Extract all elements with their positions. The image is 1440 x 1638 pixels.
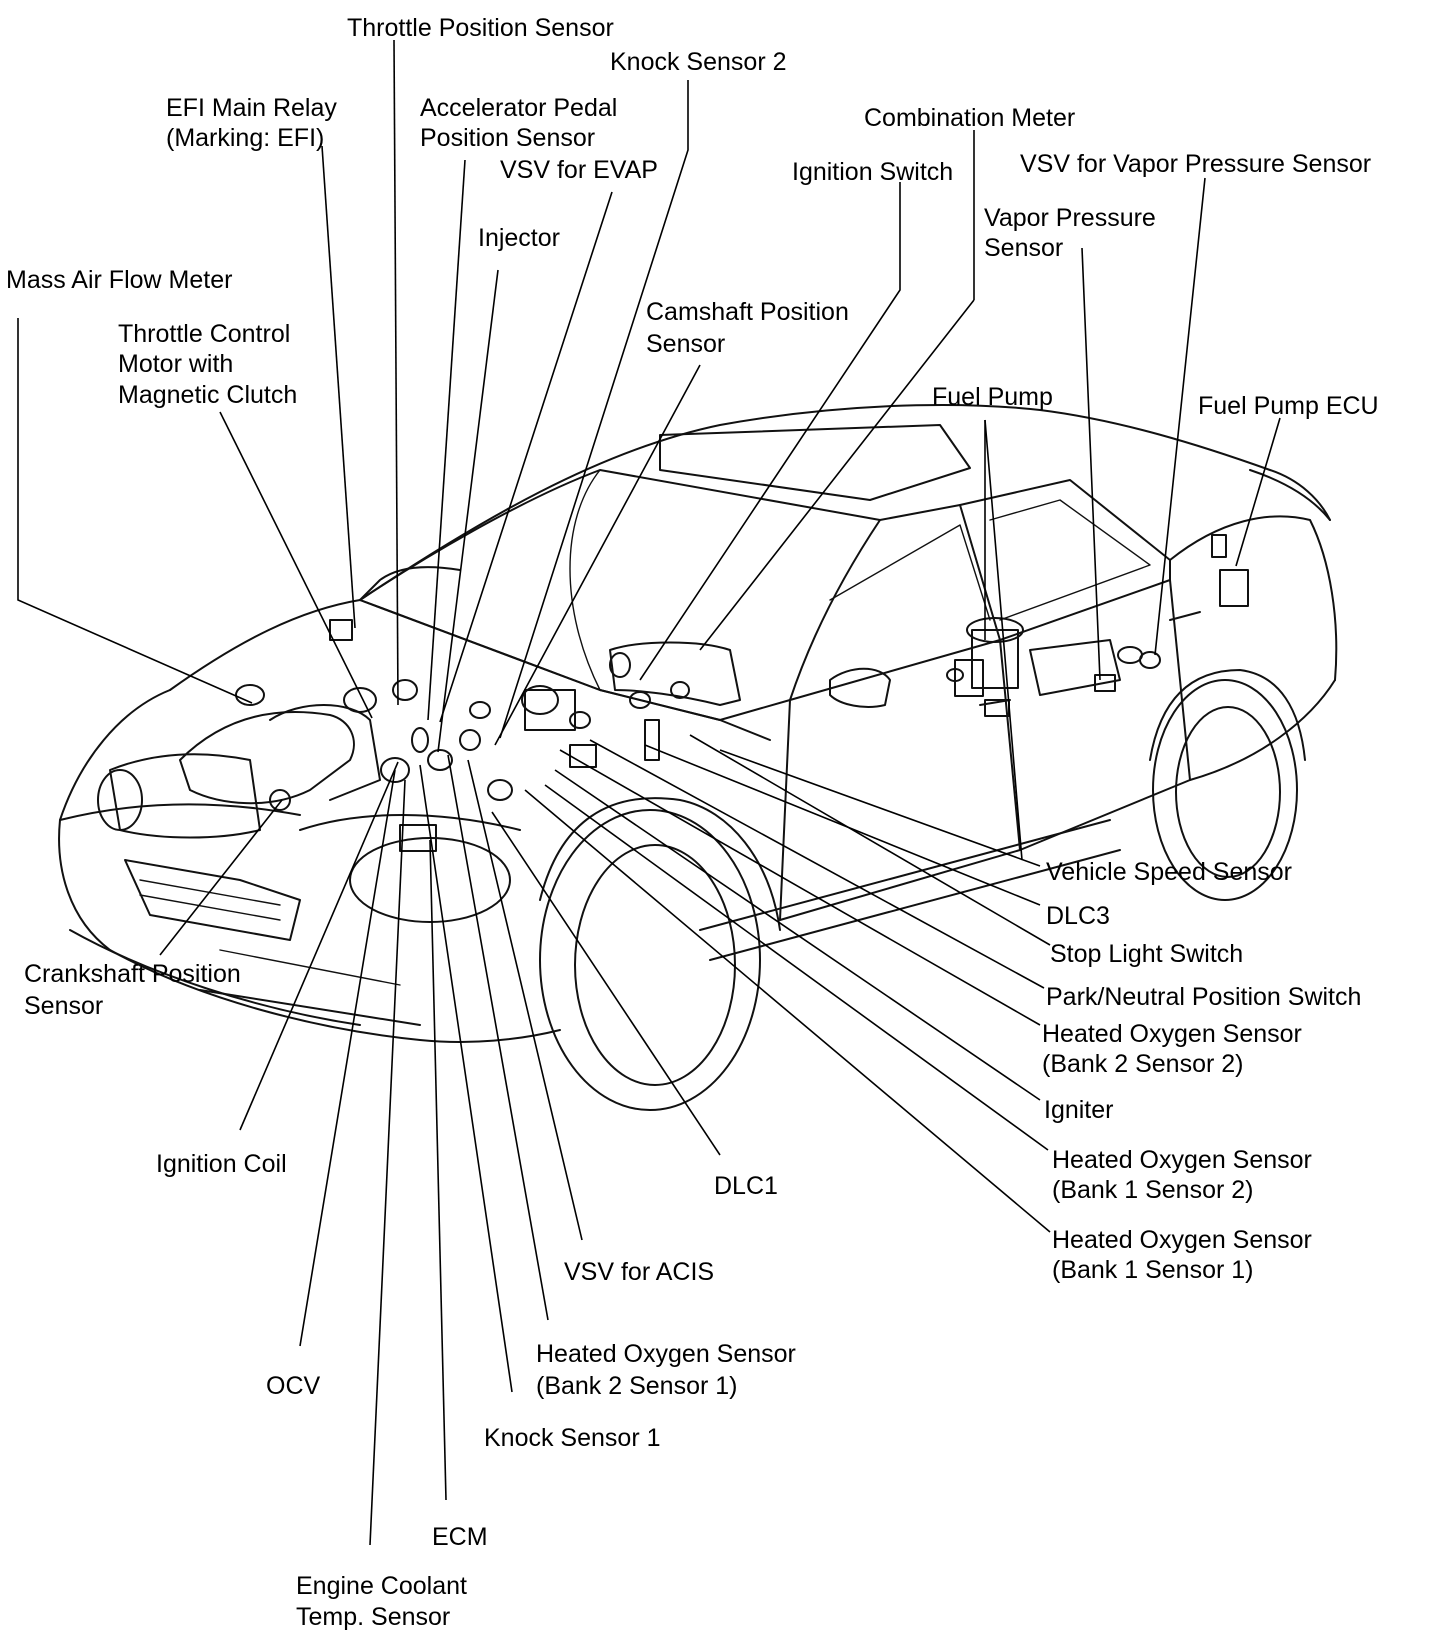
label-vapor-pressure-sensor: Sensor <box>984 234 1063 262</box>
label-park-neutral-position-switch: Park/Neutral Position Switch <box>1046 983 1361 1011</box>
label-magnetic-clutch: Magnetic Clutch <box>118 381 297 409</box>
label-stop-light-switch: Stop Light Switch <box>1050 940 1243 968</box>
label-throttle-control: Throttle Control <box>118 320 290 348</box>
label-efi-main-relay: EFI Main Relay <box>166 94 337 122</box>
label-injector: Injector <box>478 224 560 252</box>
label-vsv-for-evap: VSV for EVAP <box>500 156 658 184</box>
label-engine-coolant-temp-sensor: Temp. Sensor <box>296 1603 450 1631</box>
label-camshaft-position: Camshaft Position <box>646 298 849 326</box>
label-camshaft-position-sensor: Sensor <box>646 330 725 358</box>
label-vsv-for-vapor-pressure-sensor: VSV for Vapor Pressure Sensor <box>1020 150 1371 178</box>
label-accelerator-pedal-position-sensor: Position Sensor <box>420 124 595 152</box>
label-ho2s-bank2-sensor1: Heated Oxygen Sensor <box>536 1340 796 1368</box>
label-knock-sensor-1: Knock Sensor 1 <box>484 1424 661 1452</box>
label-ocv: OCV <box>266 1372 321 1400</box>
label-vapor-pressure: Vapor Pressure <box>984 204 1156 232</box>
label-dlc3: DLC3 <box>1046 902 1110 930</box>
label-ignition-switch: Ignition Switch <box>792 158 953 186</box>
label-ignition-coil: Ignition Coil <box>156 1150 287 1178</box>
label-vehicle-speed-sensor: Vehicle Speed Sensor <box>1046 858 1292 886</box>
label-accelerator-pedal: Accelerator Pedal <box>420 94 617 122</box>
label-crankshaft-position-sensor: Sensor <box>24 992 103 1020</box>
label-fuel-pump: Fuel Pump <box>932 383 1053 411</box>
label-vsv-for-acis: VSV for ACIS <box>564 1258 714 1286</box>
label-combination-meter: Combination Meter <box>864 104 1075 132</box>
label-motor-with: Motor with <box>118 350 233 378</box>
labels: Throttle Position Sensor Knock Sensor 2 … <box>6 14 1379 1631</box>
label-dlc1: DLC1 <box>714 1172 778 1200</box>
label-ho2s-bank1-sensor1: Heated Oxygen Sensor <box>1052 1226 1312 1254</box>
label-engine-coolant: Engine Coolant <box>296 1572 467 1600</box>
label-fuel-pump-ecu: Fuel Pump ECU <box>1198 392 1379 420</box>
label-crankshaft-position: Crankshaft Position <box>24 960 241 988</box>
label-knock-sensor-2: Knock Sensor 2 <box>610 48 787 76</box>
label-ho2s-bank2-sensor2: Heated Oxygen Sensor <box>1042 1020 1302 1048</box>
car-illustration <box>58 404 1338 1111</box>
label-ho2s-bank1-sensor1-detail: (Bank 1 Sensor 1) <box>1052 1256 1254 1284</box>
leader-lines <box>17 39 1281 1546</box>
label-throttle-position-sensor: Throttle Position Sensor <box>347 14 614 42</box>
label-ho2s-bank2-sensor1-detail: (Bank 2 Sensor 1) <box>536 1372 738 1400</box>
label-efi-main-relay-marking: (Marking: EFI) <box>166 124 324 152</box>
label-ho2s-bank1-sensor2: Heated Oxygen Sensor <box>1052 1146 1312 1174</box>
label-igniter: Igniter <box>1044 1096 1113 1124</box>
label-ho2s-bank2-sensor2-detail: (Bank 2 Sensor 2) <box>1042 1050 1244 1078</box>
label-ecm: ECM <box>432 1523 488 1551</box>
label-ho2s-bank1-sensor2-detail: (Bank 1 Sensor 2) <box>1052 1176 1254 1204</box>
label-mass-air-flow-meter: Mass Air Flow Meter <box>6 266 232 294</box>
